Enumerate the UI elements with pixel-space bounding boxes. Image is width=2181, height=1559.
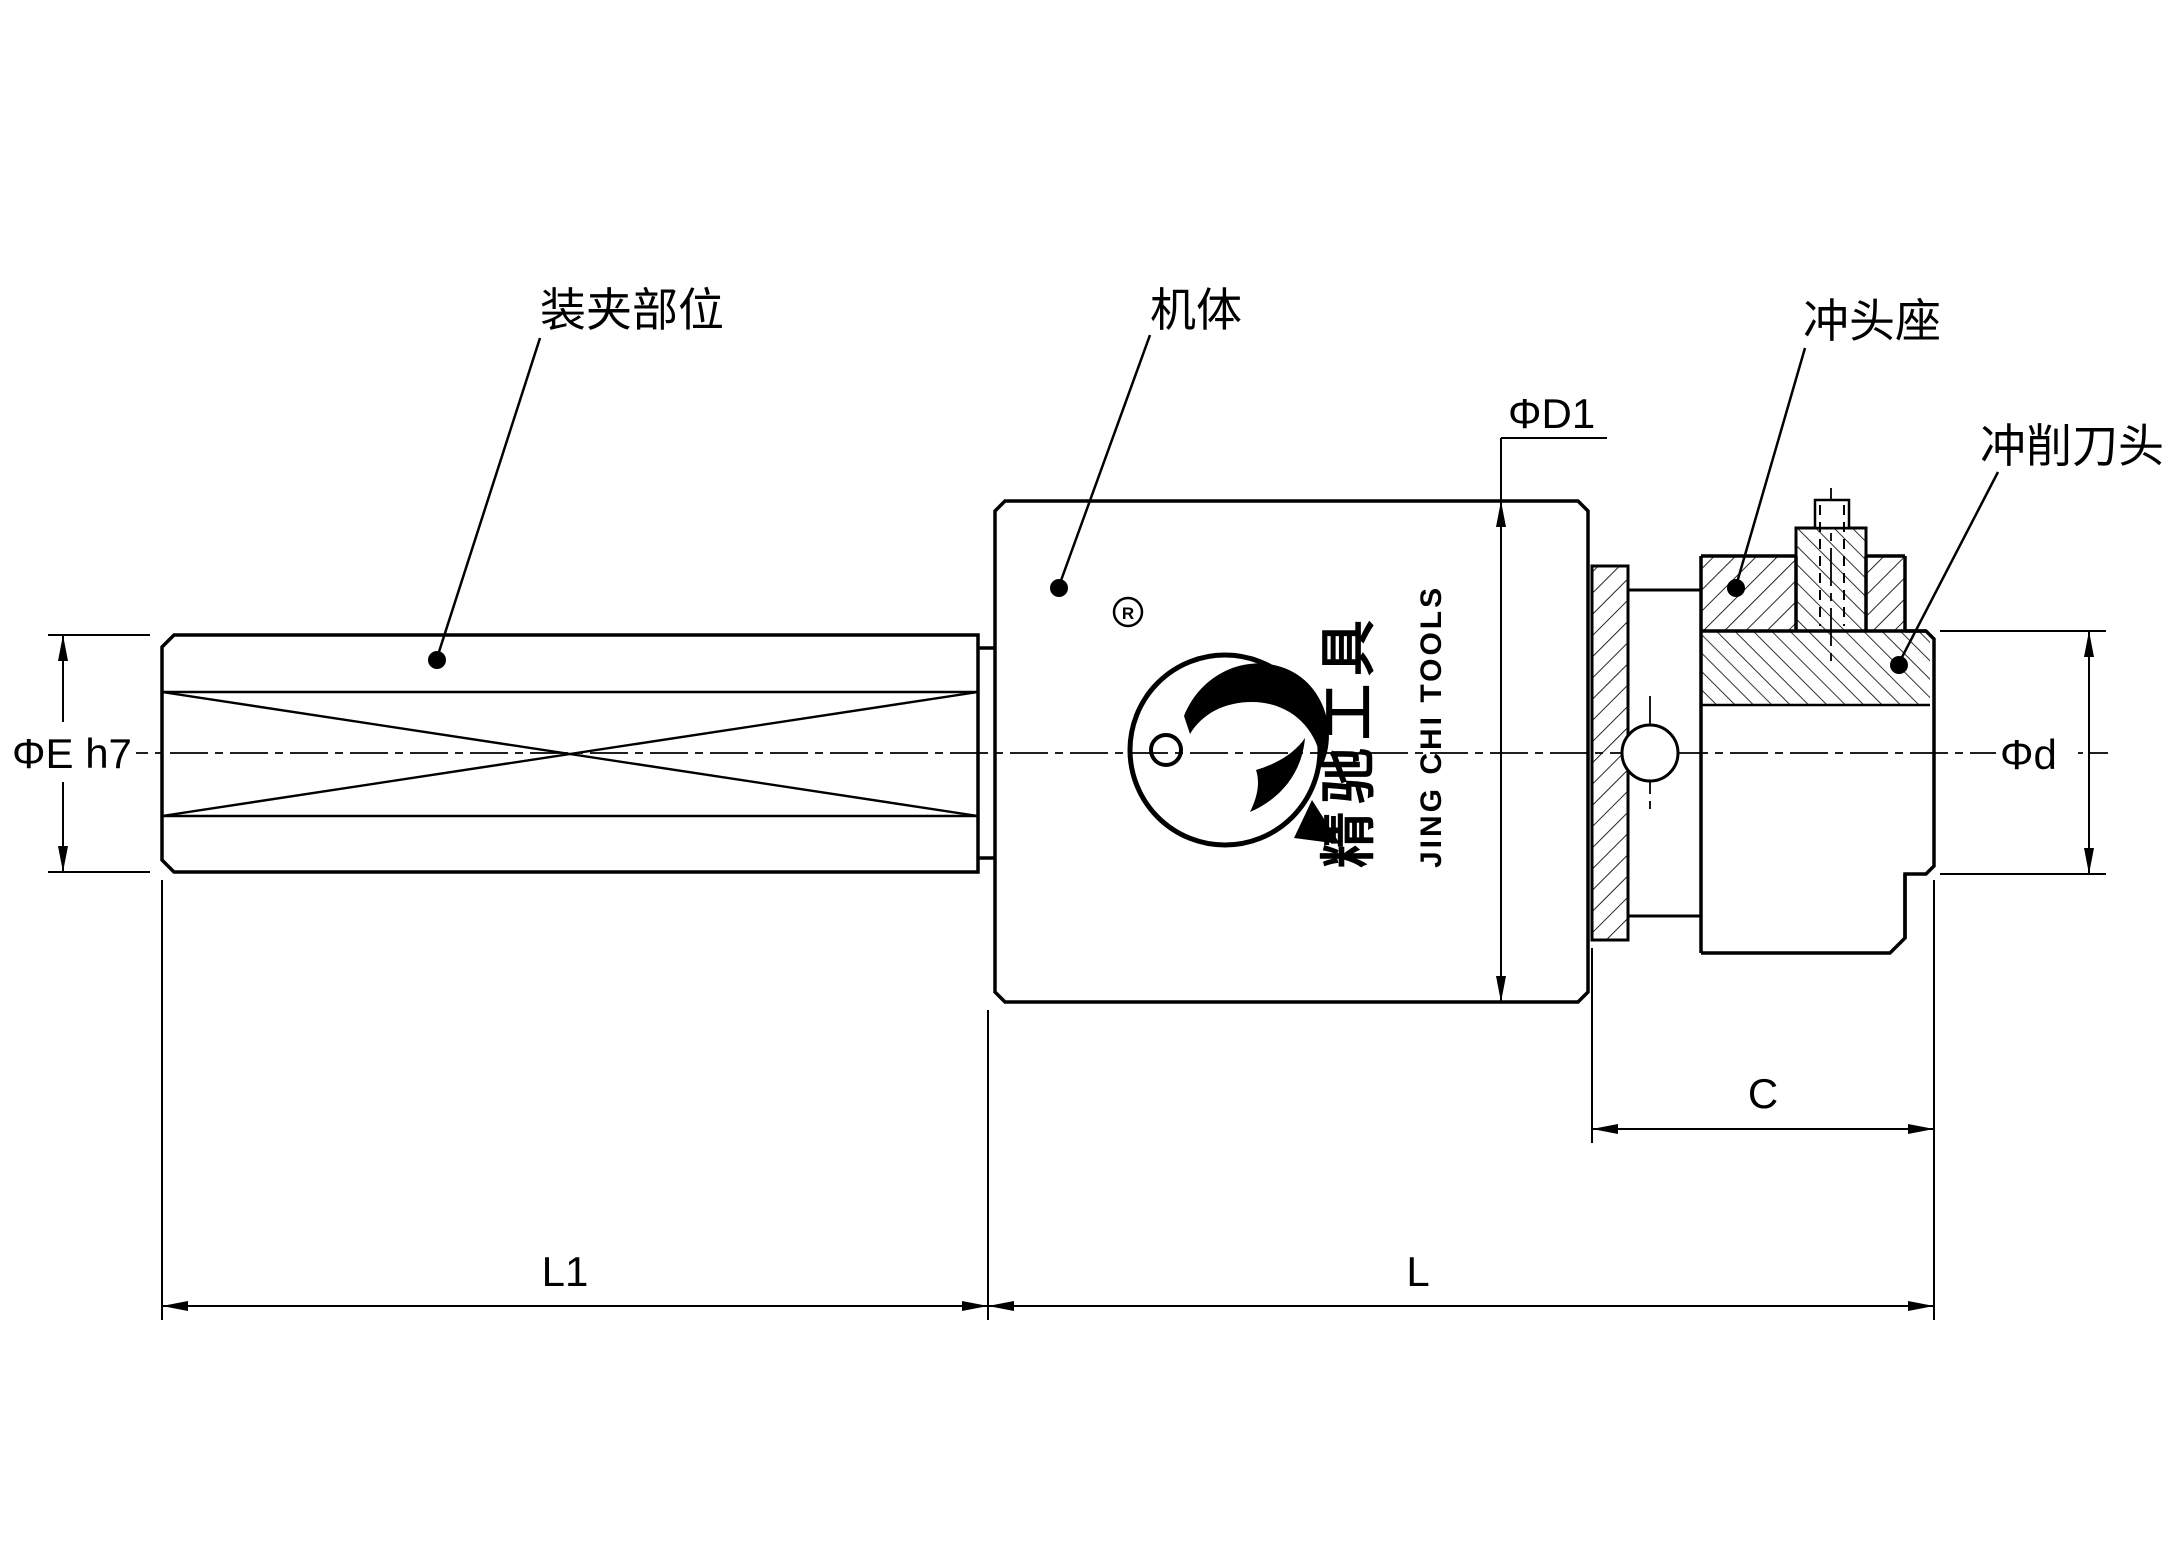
logo-swoosh-lower [1250, 738, 1305, 812]
registered-trademark: R [1112, 596, 1144, 628]
dim-body-length: L [988, 1143, 1935, 1320]
dim-label-shank-diameter: ΦE h7 [12, 730, 132, 777]
callout-label-punch-seat: 冲头座 [1803, 295, 1941, 347]
machine-body-part [993, 499, 1590, 1004]
logo-swoosh-upper [1184, 663, 1329, 766]
dim-shank-length: L1 [161, 880, 989, 1320]
dim-body-diameter: ΦD1 [1496, 390, 1607, 1002]
leader-dot [428, 651, 446, 669]
leader-dot [1050, 579, 1068, 597]
shank-part [160, 633, 995, 874]
cross-hole [1620, 723, 1680, 783]
callout-label-punch-cutter-head: 冲削刀头 [1980, 420, 2164, 472]
screw-hidden-socket-lines [1819, 505, 1845, 626]
brand-name-english: JING CHI TOOLS [1415, 585, 1448, 868]
dim-shank-diameter: ΦE h7 [8, 634, 150, 873]
shank-neck [978, 646, 995, 860]
callout-label-machine-body: 机体 [1150, 284, 1242, 336]
leader-dot [1890, 656, 1908, 674]
leader-dot [1727, 579, 1745, 597]
callout-punch-seat: 冲头座 [1727, 295, 1941, 597]
callout-clamping-part: 装夹部位 [428, 284, 724, 669]
logo-arrowhead-icon [1294, 800, 1340, 844]
dim-label-seat-length: C [1748, 1070, 1778, 1117]
callout-label-clamping-part: 装夹部位 [540, 284, 724, 336]
dim-label-body-diameter: ΦD1 [1508, 390, 1595, 437]
callout-punch-cutter-head: 冲削刀头 [1890, 420, 2164, 674]
dim-seat-length: C [1591, 880, 1935, 1143]
brand-logo: R 精驰工具 JING CHI TOOLS [1112, 585, 1448, 868]
set-screw [1794, 498, 1868, 633]
dim-label-body-length: L [1406, 1248, 1429, 1295]
punch-head-part [1701, 629, 1936, 938]
dim-cutter-diameter: Φd [1940, 630, 2106, 875]
brand-name-chinese: 精驰工具 [1317, 612, 1380, 868]
logo-eye [1149, 733, 1183, 767]
registered-mark-letter: R [1122, 604, 1134, 623]
callout-machine-body: 机体 [1050, 284, 1242, 597]
dim-label-cutter-diameter: Φd [2000, 731, 2057, 778]
dim-label-shank-length: L1 [542, 1248, 589, 1295]
